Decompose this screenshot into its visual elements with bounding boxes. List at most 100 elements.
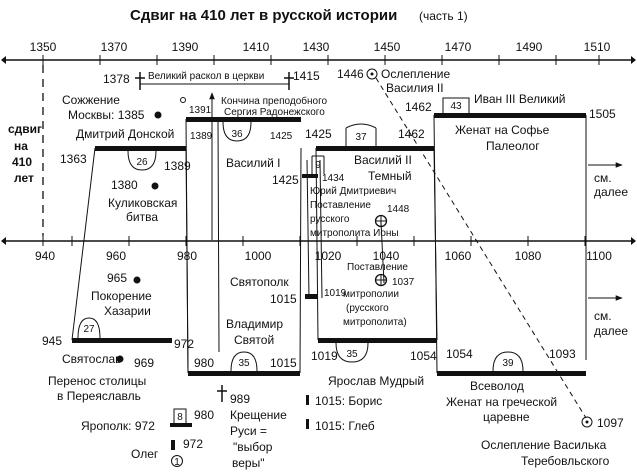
svyatoslav-end: 972 (174, 337, 194, 351)
diagram-title-part: (часть 1) (419, 9, 468, 23)
baptism-label: Руси = (230, 424, 267, 438)
yuriy-duration-badge (311, 155, 325, 174)
oleg-year: 972 (183, 437, 203, 451)
sergiy-label: Кончина преподобного (221, 95, 327, 107)
top-axis-tick-label: 1370 (101, 40, 128, 54)
ivan3-reign-bar (434, 113, 586, 118)
yaropolk-duration-badge (173, 408, 187, 423)
see-more-label: см. (594, 171, 612, 185)
bottom-axis-tick-label: 1020 (315, 249, 342, 263)
capital-label: Перенос столицы (48, 374, 146, 388)
ivan3-end: 1505 (589, 107, 616, 121)
dmitriy-reign-bar (95, 146, 186, 151)
iona-year: 1448 (387, 204, 410, 215)
khazaria-dot (133, 276, 141, 284)
bottom-axis-tick-label: 940 (35, 249, 55, 263)
top-axis-tick-label: 1490 (516, 40, 543, 54)
oleg-duration: 1 (174, 457, 180, 468)
blinding-vasilko-label: Ослепление Василька (481, 438, 607, 452)
see-more-label: см. (594, 309, 612, 323)
yuriy-label: русского (310, 214, 350, 225)
baptism-label: "выбор (233, 440, 273, 454)
yaropolk-end: 980 (194, 408, 214, 422)
metro-start: 1019 (324, 288, 347, 299)
capital-dot (116, 355, 124, 363)
gleb-marker (306, 419, 309, 429)
vladimir-reign-bar (188, 371, 300, 376)
bottom-axis-tick-label: 1060 (445, 249, 472, 263)
svyatopolk-year: 1015 (270, 292, 297, 306)
vladimir-duration-badge (230, 351, 258, 372)
dmitriy-duration-badge (127, 150, 157, 171)
oleg-duration-badge (171, 455, 183, 467)
ivan3-note: Женат на Софье (455, 123, 550, 137)
raskol-label: Великий раскол в церкви (148, 71, 264, 82)
shift-label-line: 410 (12, 155, 32, 169)
blinding-vasiliy-label: Василия II (386, 81, 444, 95)
svyatopolk-name: Святополк (230, 275, 289, 289)
vsevolod-note: царевне (483, 410, 530, 424)
vasiliy2-end: 1462 (398, 127, 425, 141)
vladimir-duration: 35 (238, 358, 250, 369)
kulikovo-year: 1380 (111, 178, 138, 192)
vasiliy2-duration-badge (345, 123, 377, 146)
vsevolod-reign-bar (437, 371, 586, 376)
khazaria-label: Покорение (91, 289, 152, 303)
dmitriy-duration: 26 (136, 157, 148, 168)
top-axis-ticks (42, 55, 600, 65)
vsevolod-name: Всеволод (470, 379, 524, 393)
bottom-axis-right-arrow (631, 237, 636, 245)
yaroslav-start: 1019 (311, 349, 338, 363)
bottom-axis-ticks (42, 236, 586, 246)
burning-label: Москвы: 1385 (68, 108, 145, 122)
vasiliy2-start: 1425 (305, 127, 332, 141)
boris-marker (306, 395, 309, 405)
yuriy-duration: 9 (315, 160, 321, 171)
yaropolk-duration: 8 (177, 412, 183, 423)
boris-label: 1015: Борис (315, 394, 382, 408)
vsevolod-note: Женат на греческой (446, 395, 557, 409)
shift-label-line: лет (14, 171, 34, 185)
vasiliy1-start: 1389 (190, 131, 213, 142)
vasiliy1-duration: 36 (231, 129, 243, 140)
yaroslav-name: Ярослав Мудрый (328, 374, 424, 388)
top-axis-tick-label: 1410 (243, 40, 270, 54)
khazaria-year: 965 (107, 271, 127, 285)
dmitriy-start: 1363 (60, 152, 87, 166)
bottom-axis-tick-label: 1080 (515, 249, 542, 263)
top-axis-right-arrow (631, 56, 636, 64)
vasiliy1-end: 1425 (270, 131, 293, 142)
baptism-label: веры" (232, 456, 264, 470)
top-axis-tick-label: 1350 (30, 40, 57, 54)
yuriy-label: митрополита Ионы (310, 228, 399, 239)
yaroslav-duration: 35 (346, 349, 358, 360)
top-axis-tick-label: 1450 (374, 40, 401, 54)
svyatoslav-start: 945 (42, 334, 62, 348)
svyatopolk-reign-bar (305, 294, 318, 299)
yuriy-start: 1425 (272, 173, 299, 187)
kulikovo-label: Куликовская (108, 196, 177, 210)
kulikovo-label: битва (126, 210, 158, 224)
svyatoslav-duration-badge (77, 317, 101, 339)
blinding-vasiliy-label: Ослепление (381, 67, 451, 81)
see-more-label: далее (594, 185, 628, 199)
vsevolod-start: 1054 (446, 347, 473, 361)
vasiliy2-duration: 37 (355, 132, 367, 143)
metro-label: митрополии (343, 289, 399, 300)
kulikovo-dot (151, 182, 159, 190)
vasiliy1-reign-bar (186, 117, 301, 122)
vasiliy2-name: Темный (368, 169, 412, 183)
metro-label: (русского (346, 303, 389, 314)
blinding-vasiliy-year: 1446 (337, 67, 364, 81)
sergiy-label: Сергия Радонежского (224, 107, 325, 118)
vladimir-name: Владимир (226, 317, 283, 331)
yuriy-label: Юрий Дмитриевич (310, 186, 396, 197)
vasiliy2-reign-bar (316, 146, 434, 151)
capital-year: 969 (134, 356, 154, 370)
yuriy-end: 1434 (322, 173, 345, 184)
top-axis-tick-label: 1390 (172, 40, 199, 54)
bottom-axis-tick-label: 1040 (373, 249, 400, 263)
baptism-label: Крещение (230, 408, 287, 422)
vsevolod-duration: 39 (502, 358, 514, 369)
